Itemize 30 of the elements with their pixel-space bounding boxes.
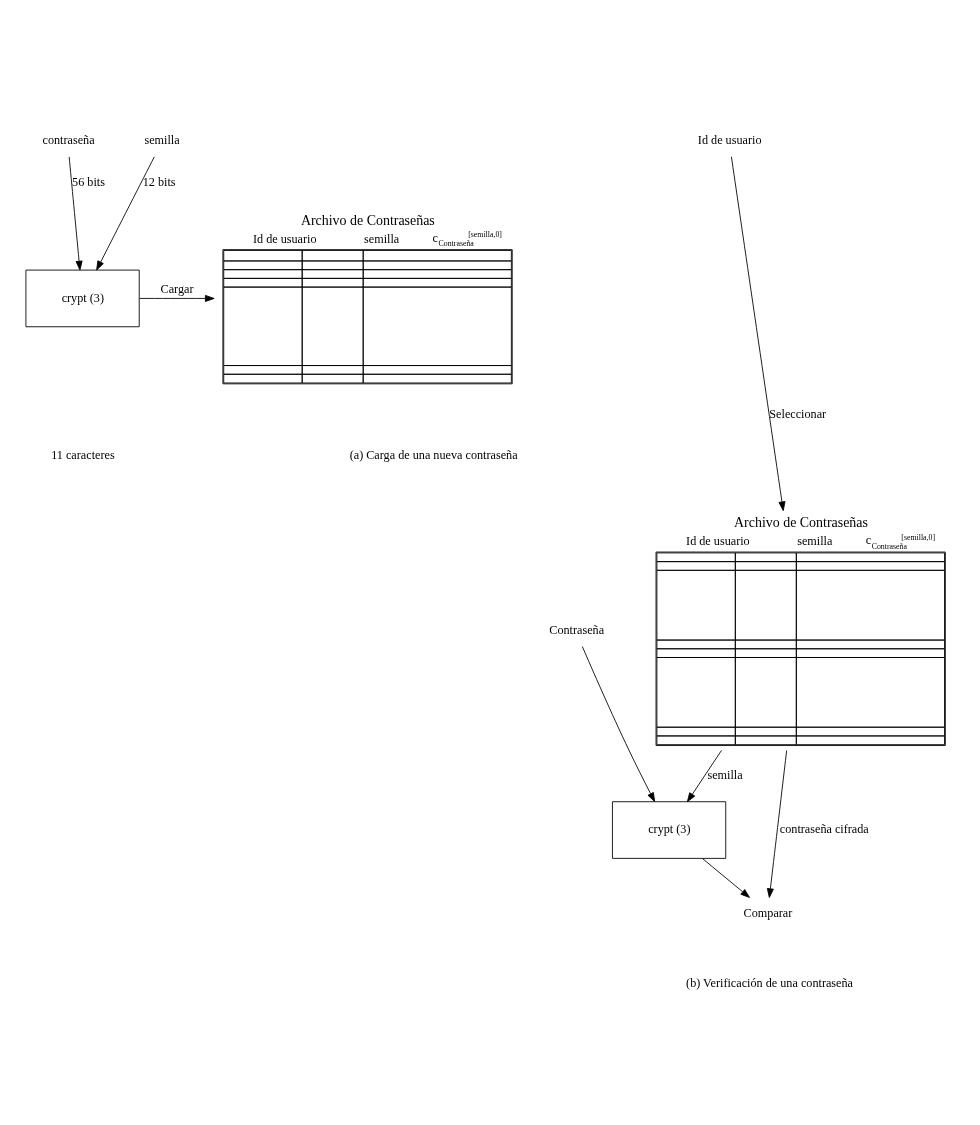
arrow — [702, 858, 750, 898]
node-text: contraseña — [42, 133, 95, 148]
label: 11 caracteres — [51, 447, 115, 462]
node-text: semilla — [144, 133, 180, 148]
node-label: semilla — [364, 231, 400, 246]
arrow — [68, 156, 83, 271]
edge-label: semilla — [707, 768, 743, 783]
label: (b) Verificación de una contraseña — [686, 976, 854, 991]
node-box: crypt (3) — [25, 269, 140, 328]
node-text: Contraseña — [549, 622, 605, 637]
edge-label: Seleccionar — [769, 406, 827, 421]
node-label: Archivo de Contraseñas — [734, 515, 868, 531]
node-label: Archivo de Contraseñas — [300, 213, 435, 229]
arrow — [686, 750, 722, 803]
node-label: semilla — [797, 534, 833, 549]
arrow — [581, 646, 656, 803]
edge-label: Cargar — [160, 281, 194, 296]
label: (a) Carga de una nueva contraseña — [349, 447, 518, 462]
edge-label: 56 bits — [72, 174, 105, 189]
arrow — [766, 750, 788, 898]
edge-label: 12 bits — [142, 174, 176, 189]
edge-label: contraseña cifrada — [779, 822, 869, 837]
node-label: Id de usuario — [252, 231, 317, 246]
node-text: Comparar — [743, 905, 793, 920]
node-text: Id de usuario — [697, 133, 762, 148]
node-box: crypt (3) — [612, 801, 727, 859]
node-label: Id de usuario — [686, 534, 750, 549]
arrow — [139, 294, 215, 302]
arrow — [730, 156, 786, 512]
arrow — [96, 156, 155, 271]
